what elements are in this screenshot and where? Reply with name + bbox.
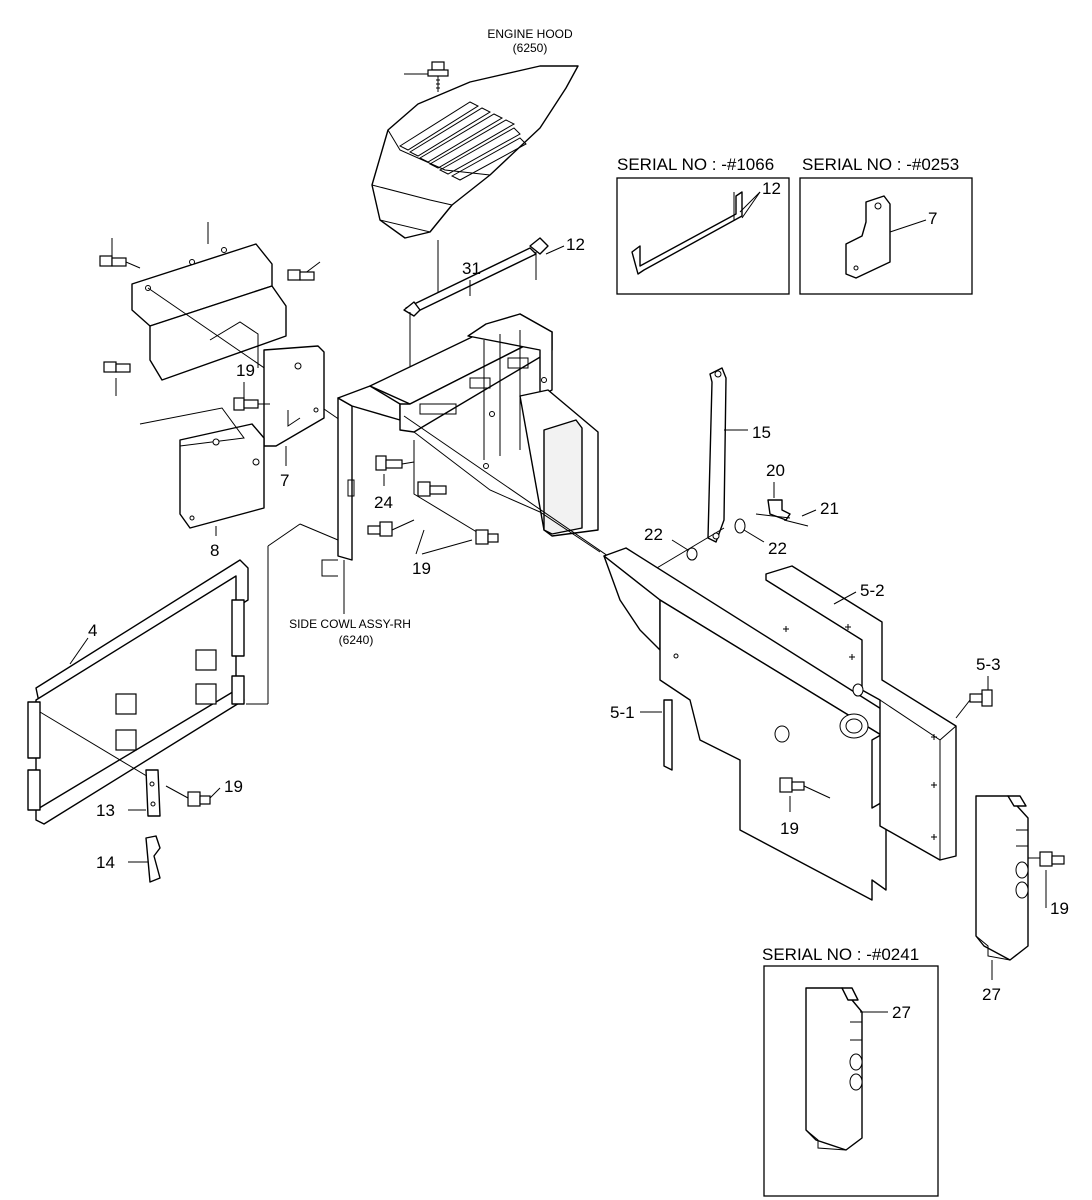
callout-19-upper: 19	[236, 361, 255, 380]
serial-box-0241: SERIAL NO : -#0241 27	[762, 945, 939, 1197]
callout-7: 7	[280, 471, 289, 490]
callout-7-serial: 7	[928, 209, 937, 228]
callout-14: 14	[96, 853, 115, 872]
serial-box-0253: SERIAL NO : -#0253 7	[799, 155, 973, 295]
engine-hood-label: ENGINE HOOD	[487, 27, 573, 41]
callout-22-left: 22	[644, 525, 663, 544]
main-frame: SIDE COWL ASSY-RH (6240)	[289, 313, 641, 647]
callout-27-serial: 27	[892, 1003, 911, 1022]
callout-21: 21	[820, 499, 839, 518]
bolt-19-upper: 19	[233, 361, 270, 411]
callout-15: 15	[752, 423, 771, 442]
bolt-19-panel: 19	[779, 777, 831, 838]
side-cowl-code: (6240)	[339, 633, 374, 647]
callout-19-lower-left: 19	[224, 777, 243, 796]
callout-19-frame: 19	[412, 559, 431, 578]
panel-27: 27	[975, 795, 1029, 1004]
serial-box-0241-title: SERIAL NO : -#0241	[762, 945, 919, 964]
serial-box-1066-title: SERIAL NO : -#1066	[617, 155, 774, 174]
callout-4: 4	[88, 621, 97, 640]
plate-8: 8	[139, 407, 265, 560]
side-cowl-label: SIDE COWL ASSY-RH	[289, 617, 411, 631]
callout-13: 13	[96, 801, 115, 820]
panel-5-2: 5-2	[765, 565, 957, 861]
callout-20: 20	[766, 461, 785, 480]
bolt-24: 24	[374, 455, 415, 512]
engine-hood-reference: ENGINE HOOD (6250)	[371, 27, 579, 300]
upper-bracket	[99, 222, 341, 421]
callout-12-serial: 12	[762, 179, 781, 198]
rod-15: 15	[707, 367, 771, 543]
callout-19-right: 19	[1050, 899, 1069, 918]
callout-5-3: 5-3	[976, 655, 1001, 674]
callout-24: 24	[374, 493, 393, 512]
plate-4: 4	[27, 523, 339, 825]
callout-27: 27	[982, 985, 1001, 1004]
pin-20: 20	[755, 461, 791, 521]
bolts-19-frame: 19	[367, 481, 499, 578]
callout-5-1: 5-1	[610, 703, 635, 722]
callout-8: 8	[210, 541, 219, 560]
bolt-19-right: 19	[1028, 851, 1069, 918]
plate-7: 7	[263, 345, 325, 490]
serial-box-0253-title: SERIAL NO : -#0253	[802, 155, 959, 174]
engine-hood-code: (6250)	[513, 41, 548, 55]
callout-31: 31	[462, 259, 481, 278]
callout-22-right: 22	[768, 539, 787, 558]
rods-12-31: 31 12	[403, 235, 585, 396]
serial-box-1066: SERIAL NO : -#1066 12	[616, 155, 790, 295]
bolt-19-lower-left: 19	[165, 777, 243, 807]
clip-13: 13	[96, 769, 161, 820]
clip-21: 21	[783, 499, 839, 527]
callout-12: 12	[566, 235, 585, 254]
callout-5-2: 5-2	[860, 581, 885, 600]
clip-14: 14	[96, 835, 161, 883]
bolt-5-3: 5-3	[955, 655, 1001, 719]
callout-19-panel: 19	[780, 819, 799, 838]
panel-5-1: 5-1	[603, 547, 887, 901]
